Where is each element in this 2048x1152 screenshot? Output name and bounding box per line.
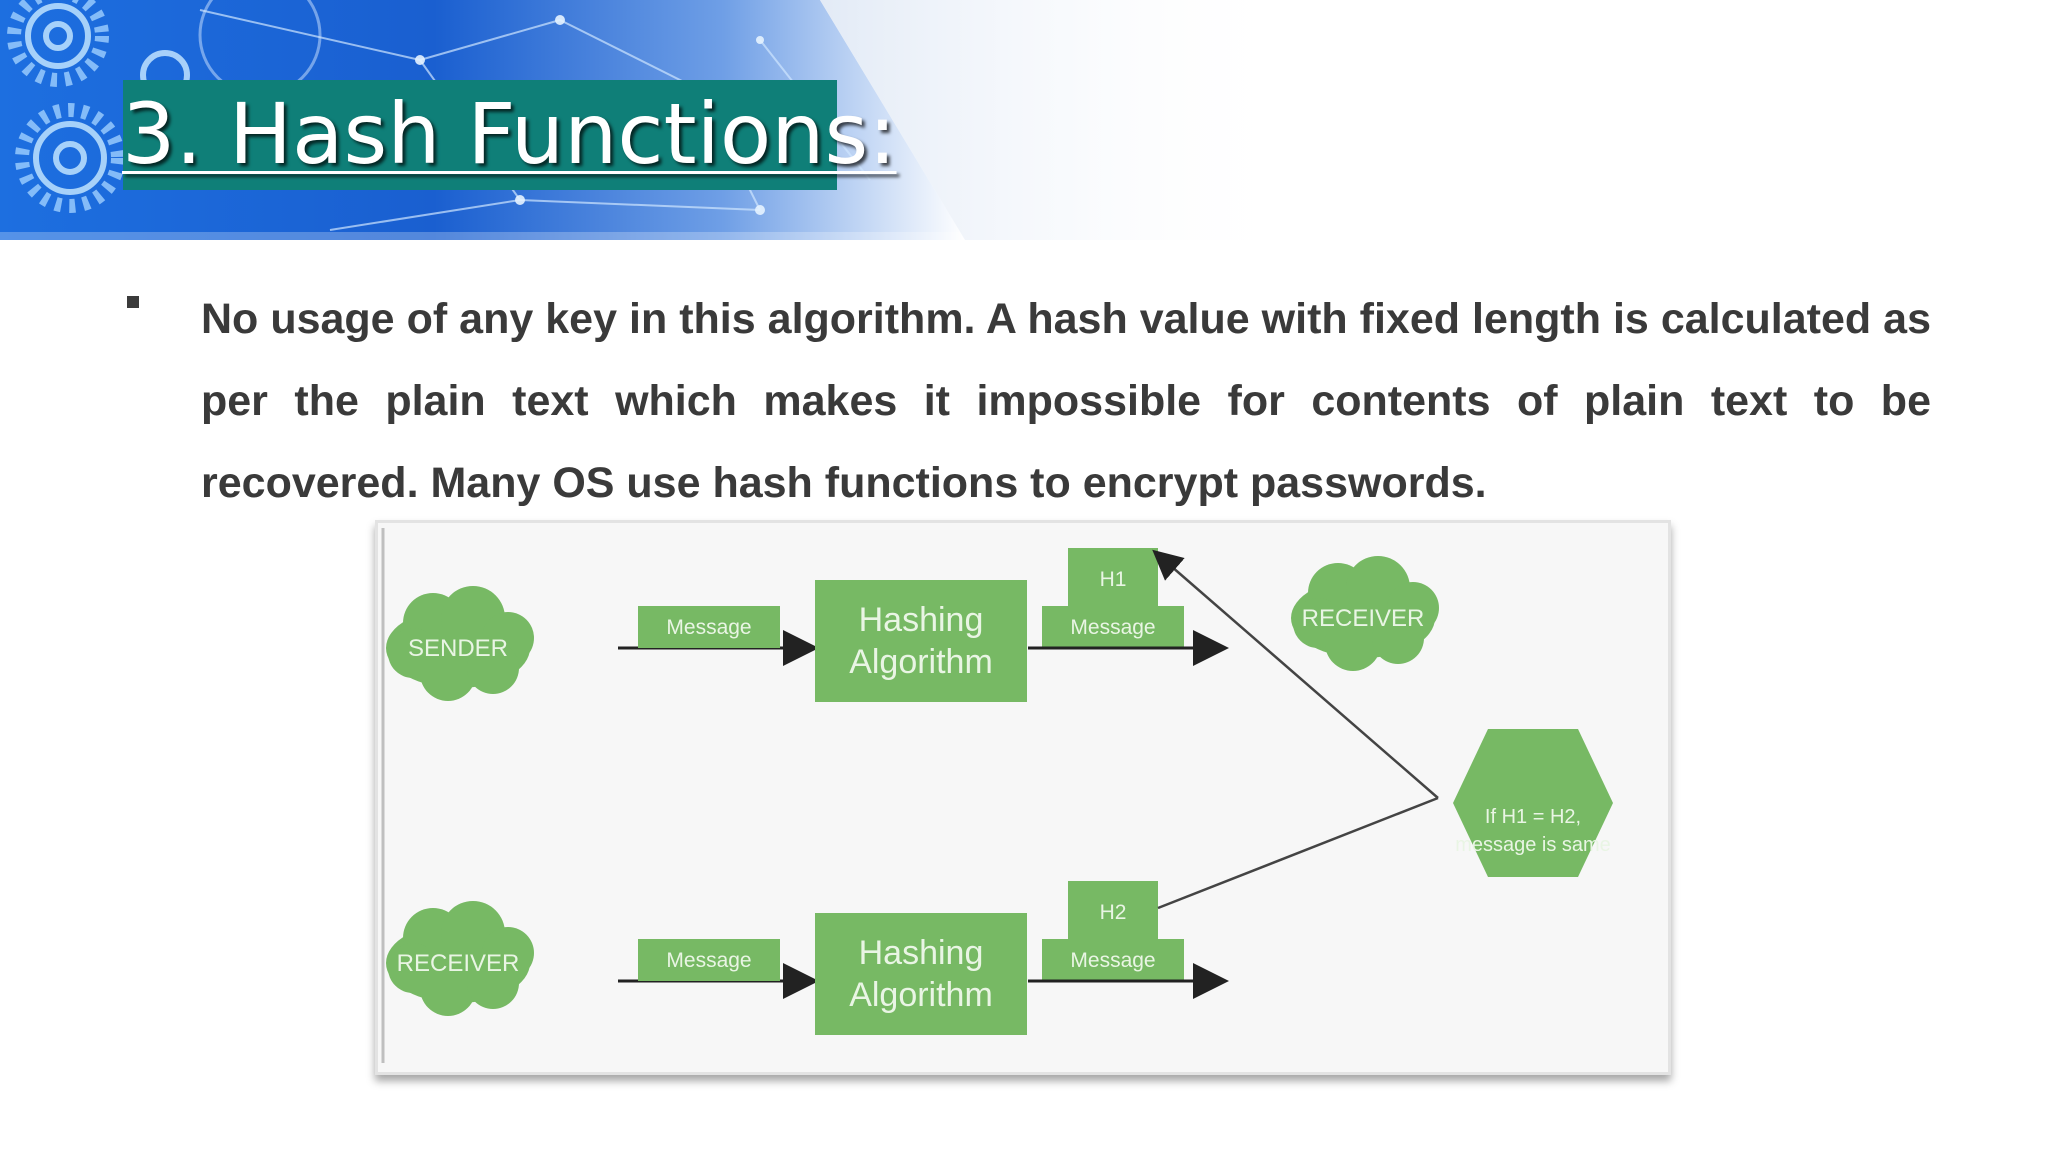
h1-label: H1 <box>1100 568 1127 591</box>
diagram-frame: SENDER RECEIVER RECEIVER Messag <box>375 520 1671 1075</box>
h2-box <box>1068 881 1158 941</box>
message-label: Message <box>666 616 751 639</box>
title-background <box>123 80 837 190</box>
page-title: 3. Hash Functions: <box>122 85 897 183</box>
sender-label: SENDER <box>408 635 508 662</box>
message-box-top-right <box>1042 606 1184 648</box>
message-box-top-left <box>638 606 780 648</box>
receiver-bottom-label: RECEIVER <box>397 950 520 977</box>
hash-diagram: SENDER RECEIVER RECEIVER Messag <box>381 528 1613 1063</box>
hashing-line2: Algorithm <box>849 643 993 681</box>
compare-line1: If H1 = H2, <box>1485 806 1581 828</box>
bullet-marker <box>127 296 139 308</box>
compare-hexagon <box>1453 729 1613 877</box>
message-label: Message <box>1070 949 1155 972</box>
gear-icon <box>7 0 125 213</box>
receiver-cloud-bottom: RECEIVER <box>386 901 534 1016</box>
h1-box <box>1068 548 1158 608</box>
h2-label: H2 <box>1100 901 1127 924</box>
compare-line2: message is same <box>1455 834 1611 856</box>
sender-cloud: SENDER <box>386 586 534 701</box>
hashing-box-top <box>815 580 1027 702</box>
message-label: Message <box>666 949 751 972</box>
receiver-cloud-top: RECEIVER <box>1291 556 1439 671</box>
hashing-box-bottom <box>815 913 1027 1035</box>
hashing-line1: Hashing <box>859 934 984 972</box>
message-box-bottom-right <box>1042 939 1184 981</box>
hashing-line2: Algorithm <box>849 976 993 1014</box>
message-box-bottom-left <box>638 939 780 981</box>
bullet-text: No usage of any key in this algorithm. A… <box>201 295 1931 507</box>
receiver-top-label: RECEIVER <box>1302 605 1425 632</box>
message-label: Message <box>1070 616 1155 639</box>
hashing-line1: Hashing <box>859 601 984 639</box>
